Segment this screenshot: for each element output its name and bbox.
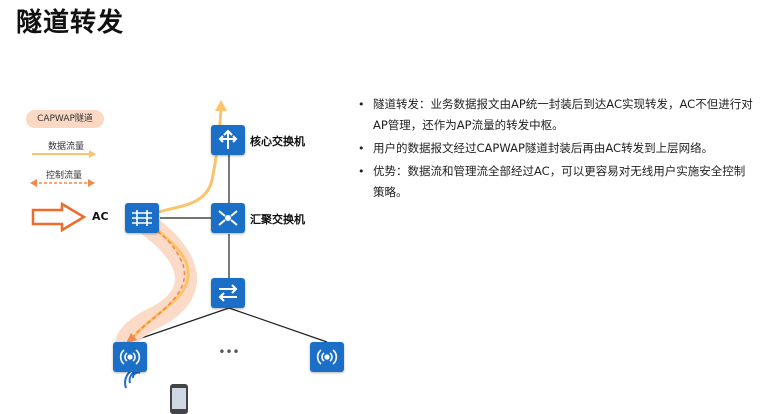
access-switch-icon — [211, 278, 245, 308]
ac-pointer-arrow — [31, 201, 87, 233]
bullet-list: • 隧道转发：业务数据报文由AP统一封装后到达AC实现转发，AC不但进行对AP管理… — [356, 94, 756, 205]
data-flow-arrowhead — [215, 100, 227, 111]
list-item: • 优势：数据流和管理流全部经过AC，可以更容易对无线用户实施安全控制策略。 — [356, 161, 756, 203]
legend-capwap-tunnel: CAPWAP隧道 — [26, 110, 104, 128]
smartphone-icon — [170, 384, 188, 414]
legend-data-flow-arrow — [32, 150, 96, 158]
aggregation-switch-label: 汇聚交换机 — [250, 213, 305, 226]
core-switch-icon — [211, 125, 245, 155]
bullet-text: 隧道转发：业务数据报文由AP统一封装后到达AC实现转发，AC不但进行对AP管理，… — [373, 97, 753, 132]
core-switch-label: 核心交换机 — [250, 135, 305, 148]
control-flow-path — [131, 225, 186, 339]
network-links — [129, 155, 328, 343]
more-aps-ellipsis: ••• — [218, 345, 239, 359]
aggregation-switch-icon — [211, 203, 245, 233]
legend-data-flow-label: 数据流量 — [48, 142, 85, 152]
list-item: • 用户的数据报文经过CAPWAP隧道封装后再由AC转发到上层网络。 — [356, 138, 756, 159]
ac-label: AC — [92, 210, 109, 223]
access-point-icon — [113, 342, 147, 372]
bullet-text: 优势：数据流和管理流全部经过AC，可以更容易对无线用户实施安全控制策略。 — [373, 164, 746, 199]
legend-control-flow-arrow — [30, 179, 95, 187]
list-item: • 隧道转发：业务数据报文由AP统一封装后到达AC实现转发，AC不但进行对AP管理… — [356, 94, 756, 136]
legend-control-flow-label: 控制流量 — [46, 171, 83, 181]
control-flow-arrowhead-ap — [126, 333, 137, 343]
bullet-dot: • — [358, 98, 365, 111]
bullet-dot: • — [358, 142, 365, 155]
ac-controller-icon — [125, 203, 159, 233]
bullet-text: 用户的数据报文经过CAPWAP隧道封装后再由AC转发到上层网络。 — [373, 141, 714, 155]
slide-title: 隧道转发 — [16, 8, 125, 38]
access-point-icon — [310, 342, 344, 372]
bullet-dot: • — [358, 165, 365, 178]
capwap-tunnel — [115, 211, 197, 356]
